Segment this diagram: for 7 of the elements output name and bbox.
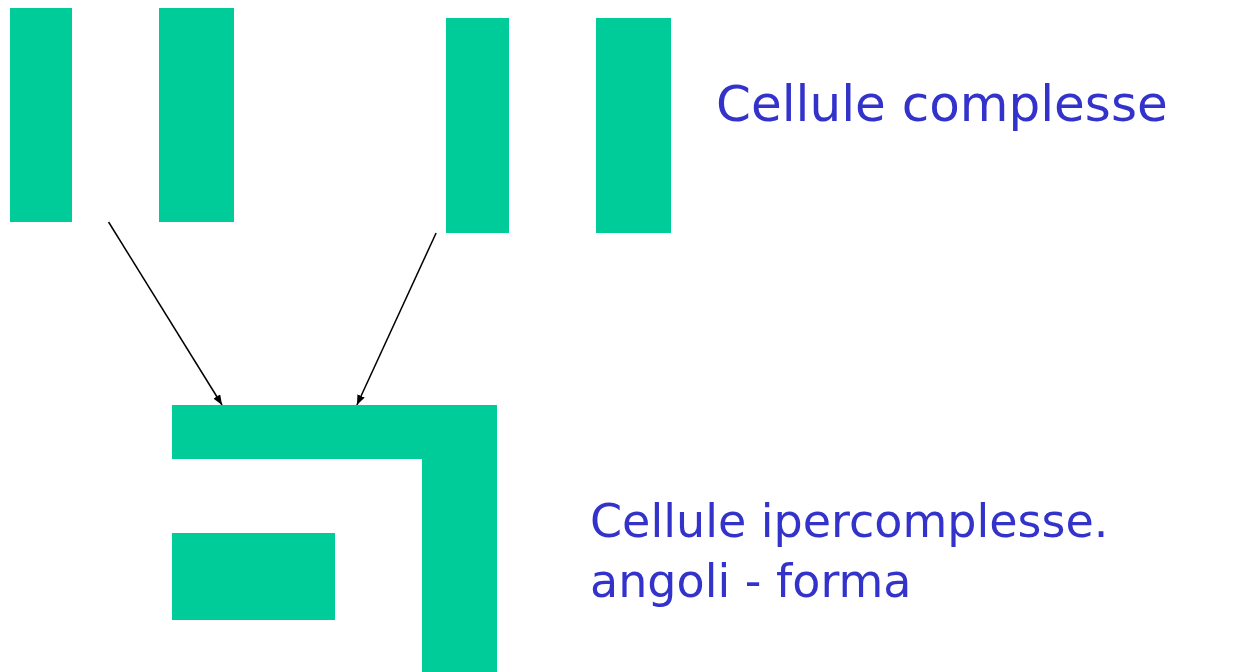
arrow	[356, 232, 437, 406]
bar-stimulus-drawing	[172, 405, 497, 672]
caption-text: Cellule ipercomplesse. angoli - forma	[590, 493, 1110, 610]
arrow	[107, 221, 223, 406]
caption-text: Cellule complesse	[716, 74, 1169, 135]
bar-stimulus-drawing	[10, 8, 234, 222]
bar-stimulus-drawing	[446, 18, 671, 233]
